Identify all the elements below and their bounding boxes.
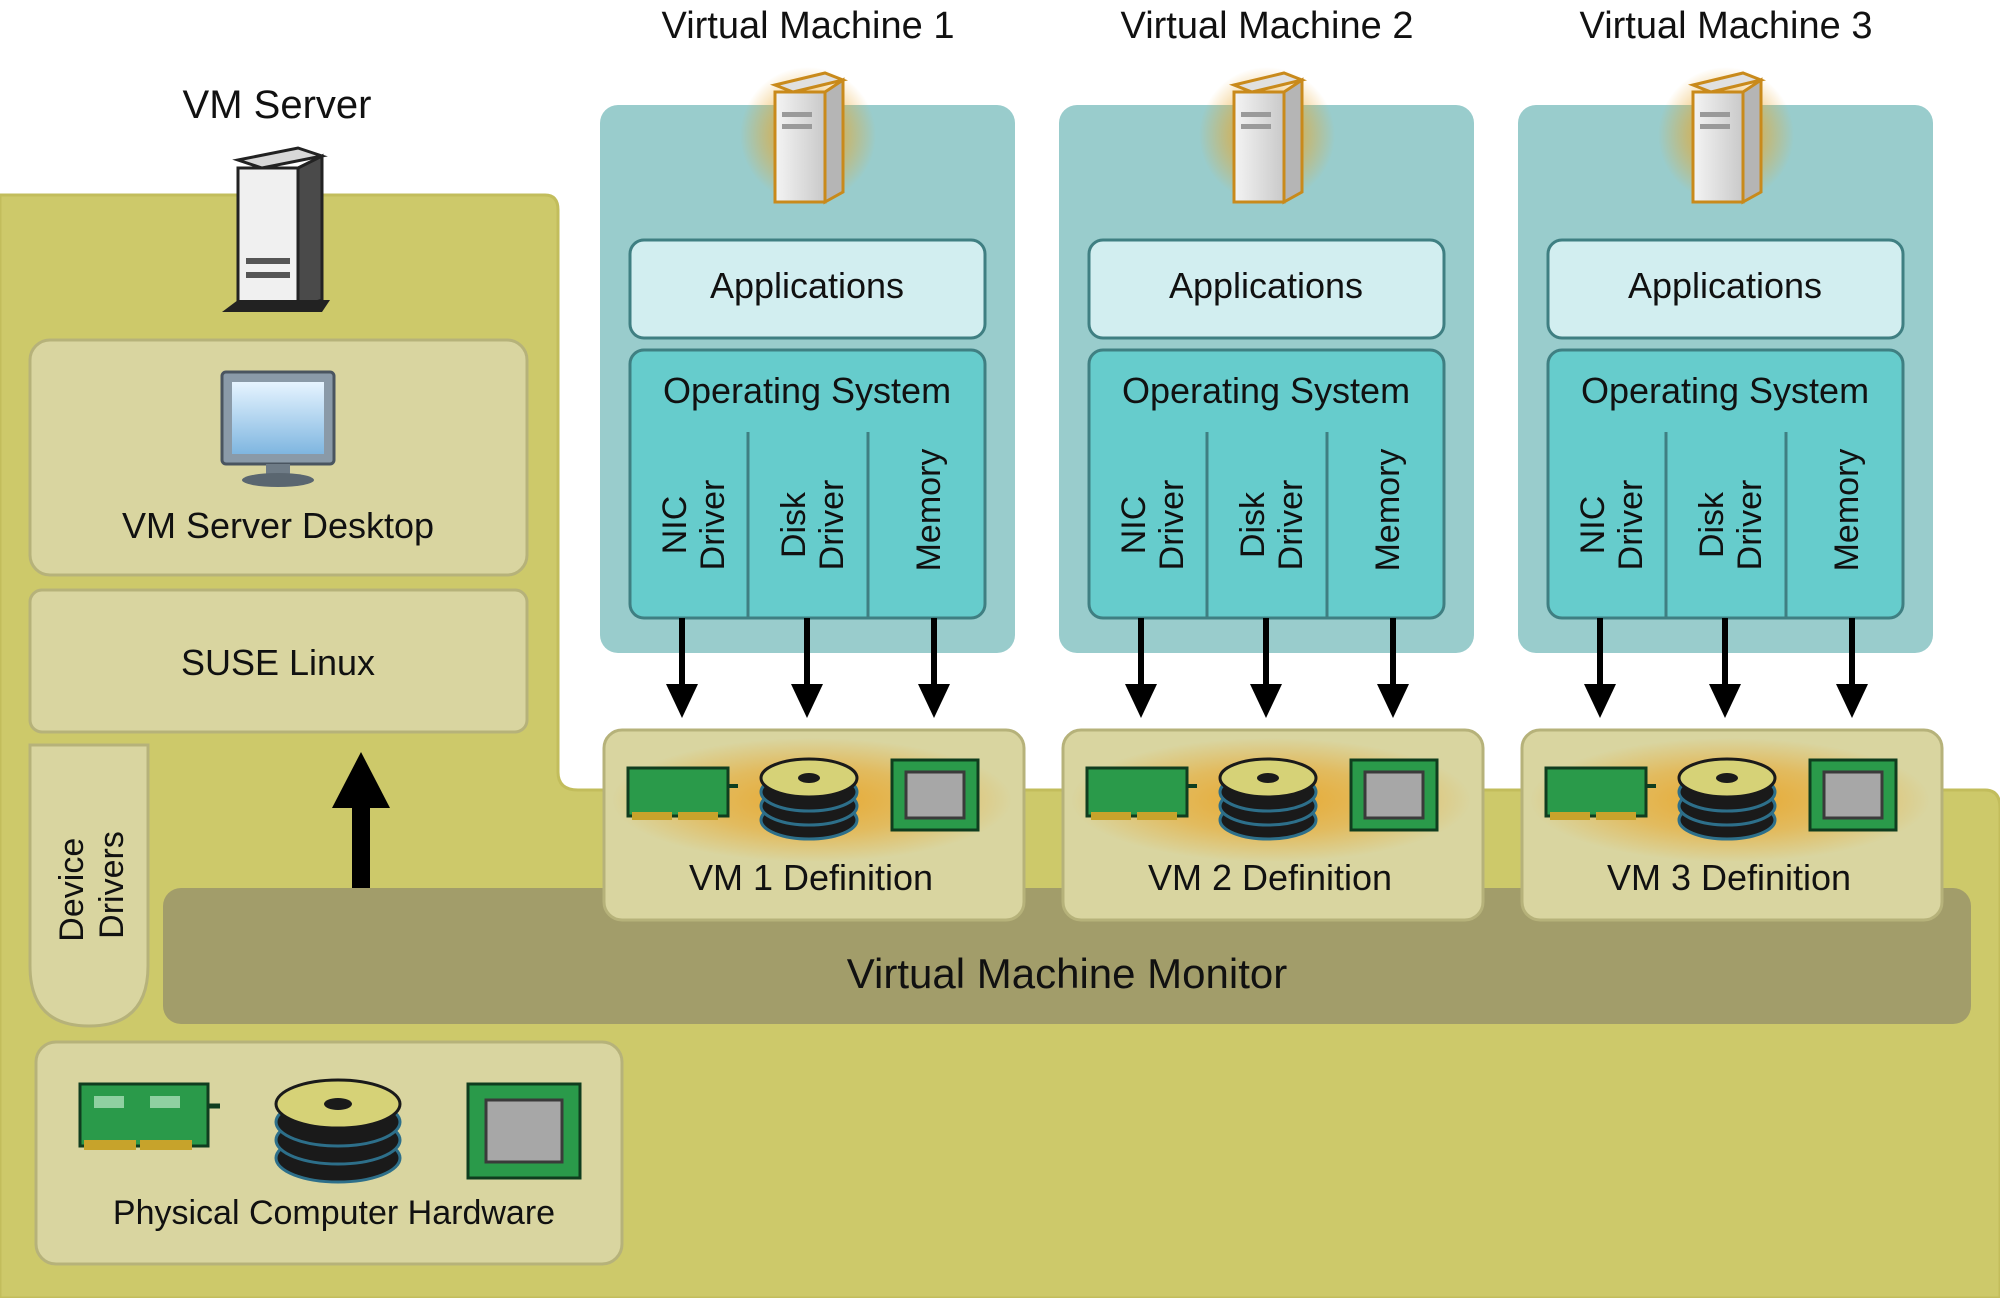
device-drivers-line-2: Drivers <box>93 831 131 939</box>
vm-title: Virtual Machine 1 <box>662 5 955 47</box>
device-drivers-line-1: Device <box>53 838 91 942</box>
disk-driver-line-2: Driver <box>813 480 851 571</box>
server-tower-icon <box>1228 71 1308 205</box>
down-arrowhead-icon <box>918 684 950 718</box>
down-arrowhead-icon <box>666 684 698 718</box>
server-tower-icon <box>222 146 330 312</box>
nic-driver-line-2: Driver <box>1153 480 1191 571</box>
nic-driver-label: NICDriver <box>1574 480 1650 571</box>
nic-driver-line-2: Driver <box>1612 480 1650 571</box>
disk-driver-line-1: Disk <box>1693 491 1731 558</box>
disk-icon <box>1677 757 1777 841</box>
nic-driver-line-1: NIC <box>1115 496 1153 555</box>
server-tower-icon <box>1687 71 1767 205</box>
applications-box <box>1087 238 1446 340</box>
monitor-icon <box>220 370 336 487</box>
vm-title: Virtual Machine 2 <box>1121 5 1414 47</box>
down-arrowhead-icon <box>1250 684 1282 718</box>
nic-card-icon <box>626 766 738 820</box>
applications-box <box>628 238 987 340</box>
down-arrowhead-icon <box>1584 684 1616 718</box>
hardware-disk-icon <box>274 1078 402 1184</box>
memory-label: Memory <box>1828 449 1866 572</box>
disk-icon <box>759 757 859 841</box>
physical-hardware-label: Physical Computer Hardware <box>113 1194 555 1232</box>
suse-linux-panel <box>28 588 529 734</box>
vm-monitor-bar <box>163 888 1971 1024</box>
down-arrowhead-icon <box>791 684 823 718</box>
memory-chip-icon <box>1349 758 1439 832</box>
suse-linux-label: SUSE Linux <box>181 642 375 683</box>
nic-driver-line-2: Driver <box>694 480 732 571</box>
vm-definition-label: VM 1 Definition <box>689 857 933 898</box>
applications-label: Applications <box>1628 265 1822 306</box>
memory-chip-icon <box>1808 758 1898 832</box>
server-desktop-label: VM Server Desktop <box>122 505 434 546</box>
up-arrow-icon <box>332 752 390 888</box>
device-drivers-label: Device Drivers <box>53 828 131 941</box>
applications-box <box>1546 238 1905 340</box>
memory-chip-icon <box>890 758 980 832</box>
nic-driver-line-1: NIC <box>1574 496 1612 555</box>
disk-driver-label: DiskDriver <box>1693 480 1769 571</box>
nic-driver-label: NICDriver <box>656 480 732 571</box>
nic-driver-line-1: NIC <box>656 496 694 555</box>
vm-server-title: VM Server <box>183 83 372 127</box>
disk-driver-line-1: Disk <box>1234 491 1272 558</box>
down-arrowhead-icon <box>1377 684 1409 718</box>
disk-driver-line-1: Disk <box>775 491 813 558</box>
nic-card-icon <box>1085 766 1197 820</box>
nic-card-icon <box>1544 766 1656 820</box>
vm-monitor-label: Virtual Machine Monitor <box>847 950 1287 997</box>
down-arrowhead-icon <box>1836 684 1868 718</box>
disk-driver-label: DiskDriver <box>775 480 851 571</box>
disk-icon <box>1218 757 1318 841</box>
disk-driver-line-2: Driver <box>1272 480 1310 571</box>
operating-system-label: Operating System <box>1122 370 1410 411</box>
applications-label: Applications <box>710 265 904 306</box>
disk-driver-label: DiskDriver <box>1234 480 1310 571</box>
operating-system-label: Operating System <box>663 370 951 411</box>
hardware-chip-icon <box>466 1082 582 1180</box>
operating-system-label: Operating System <box>1581 370 1869 411</box>
server-tower-icon <box>769 71 849 205</box>
disk-driver-line-2: Driver <box>1731 480 1769 571</box>
vm-title: Virtual Machine 3 <box>1580 5 1873 47</box>
down-arrowhead-icon <box>1125 684 1157 718</box>
device-drivers-panel <box>28 743 150 1028</box>
vm-definition-label: VM 3 Definition <box>1607 857 1851 898</box>
applications-label: Applications <box>1169 265 1363 306</box>
memory-label: Memory <box>1369 449 1407 572</box>
memory-label: Memory <box>910 449 948 572</box>
nic-driver-label: NICDriver <box>1115 480 1191 571</box>
hardware-nic-card-icon <box>78 1082 220 1150</box>
down-arrowhead-icon <box>1709 684 1741 718</box>
vm-definition-label: VM 2 Definition <box>1148 857 1392 898</box>
